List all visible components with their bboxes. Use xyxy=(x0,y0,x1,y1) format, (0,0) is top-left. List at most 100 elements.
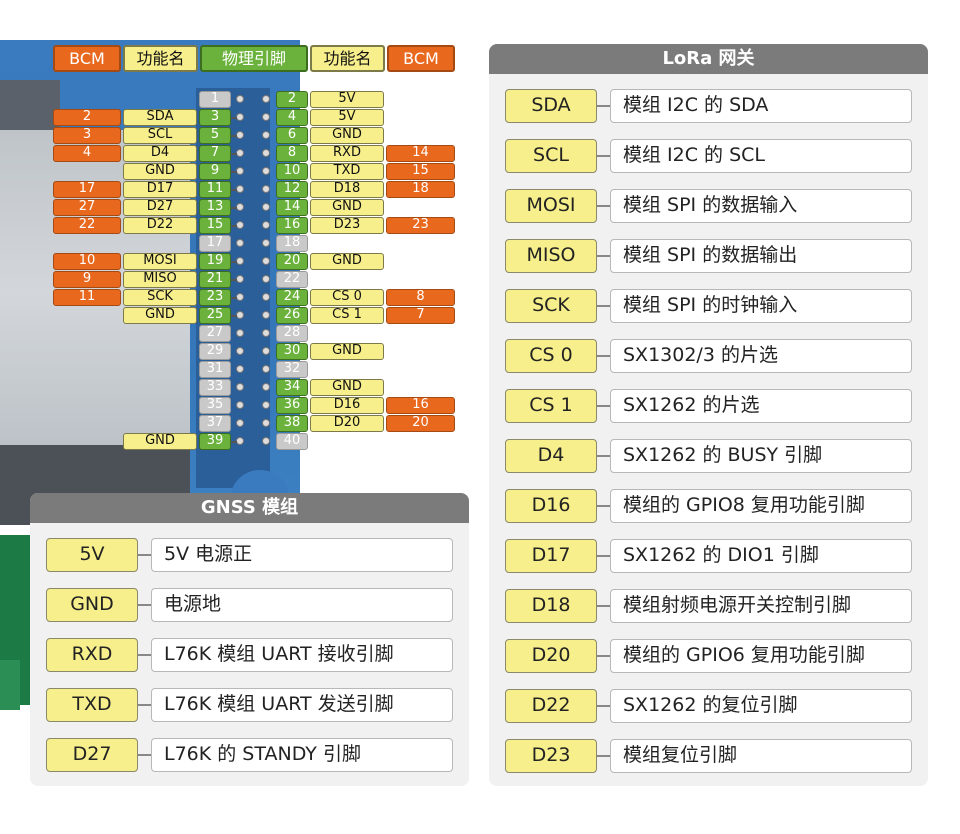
pin-5-bcm: 3 xyxy=(53,127,121,144)
pin-10-function: TXD xyxy=(310,163,384,180)
lora-panel-title: LoRa 网关 xyxy=(489,44,928,74)
pin-13-pad xyxy=(236,203,244,211)
header-bcm-right: BCM xyxy=(387,45,455,72)
pin-12-number: 12 xyxy=(276,181,308,198)
pin-6-function: GND xyxy=(310,127,384,144)
lora-signal-label: MISO xyxy=(505,239,597,273)
gnss-connector-line xyxy=(138,654,154,656)
pin-37-number: 37 xyxy=(199,415,231,432)
pin-38-function: D20 xyxy=(310,415,384,432)
pin-14-function: GND xyxy=(310,199,384,216)
pin-24-function: CS 0 xyxy=(310,289,384,306)
pin-21-pad xyxy=(236,275,244,283)
pin-4-number: 4 xyxy=(276,109,308,126)
pin-39-lead xyxy=(231,441,237,443)
pin-2-number: 2 xyxy=(276,91,308,108)
gnss-row: GND 电源地 xyxy=(30,588,469,626)
gnss-connector-line xyxy=(138,604,154,606)
pin-22-number: 22 xyxy=(276,271,308,288)
pin-5-number: 5 xyxy=(199,127,231,144)
pin-5-function: SCL xyxy=(123,127,197,144)
lora-signal-description: 模组的 GPIO8 复用功能引脚 xyxy=(610,489,912,523)
lora-connector-line xyxy=(597,405,613,407)
pin-39-pad xyxy=(236,437,244,445)
pin-14-number: 14 xyxy=(276,199,308,216)
header-function-right: 功能名 xyxy=(310,45,385,72)
pin-25-number: 25 xyxy=(199,307,231,324)
pin-15-number: 15 xyxy=(199,217,231,234)
pin-28-number: 28 xyxy=(276,325,308,342)
gnss-connector-line xyxy=(138,704,154,706)
pin-27-pad xyxy=(236,329,244,337)
pin-15-bcm: 22 xyxy=(53,217,121,234)
gnss-signal-description: 5V 电源正 xyxy=(151,538,453,572)
pin-15-lead xyxy=(231,225,237,227)
pin-38-pad xyxy=(262,419,270,427)
lora-signal-label: SCK xyxy=(505,289,597,323)
pin-36-bcm: 16 xyxy=(386,397,455,414)
pin-4-function: 5V xyxy=(310,109,384,126)
lora-signal-label: D20 xyxy=(505,639,597,673)
pin-21-function: MISO xyxy=(123,271,197,288)
pin-5-pad xyxy=(236,131,244,139)
pin-13-number: 13 xyxy=(199,199,231,216)
pin-18-number: 18 xyxy=(276,235,308,252)
pin-19-pad xyxy=(236,257,244,265)
pin-7-number: 7 xyxy=(199,145,231,162)
gnss-panel-title: GNSS 模组 xyxy=(30,493,469,523)
pin-10-bcm: 15 xyxy=(386,163,455,180)
pin-20-number: 20 xyxy=(276,253,308,270)
pin-11-bcm: 17 xyxy=(53,181,121,198)
lora-connector-line xyxy=(597,455,613,457)
pin-1-number: 1 xyxy=(199,91,231,108)
lora-signal-description: 模组射频电源开关控制引脚 xyxy=(610,589,912,623)
pin-20-pad xyxy=(262,257,270,265)
lora-signal-description: SX1302/3 的片选 xyxy=(610,339,912,373)
lora-signal-label: MOSI xyxy=(505,189,597,223)
pin-36-function: D16 xyxy=(310,397,384,414)
board-gnss-pcb-edge xyxy=(0,660,20,710)
pin-26-function: CS 1 xyxy=(310,307,384,324)
lora-connector-line xyxy=(597,255,613,257)
pin-31-number: 31 xyxy=(199,361,231,378)
pin-40-pad xyxy=(262,437,270,445)
pin-39-number: 39 xyxy=(199,433,231,450)
pin-14-pad xyxy=(262,203,270,211)
pin-8-function: RXD xyxy=(310,145,384,162)
lora-signal-label: D23 xyxy=(505,739,597,773)
lora-signal-label: D22 xyxy=(505,689,597,723)
pin-5-lead xyxy=(231,135,237,137)
pin-13-function: D27 xyxy=(123,199,197,216)
lora-connector-line xyxy=(597,505,613,507)
lora-connector-line xyxy=(597,155,613,157)
lora-connector-line xyxy=(597,555,613,557)
pin-18-pad xyxy=(262,239,270,247)
gnss-signal-label: GND xyxy=(46,588,138,622)
pin-9-number: 9 xyxy=(199,163,231,180)
pin-19-lead xyxy=(231,261,237,263)
lora-signal-description: 模组 SPI 的数据输出 xyxy=(610,239,912,273)
gnss-signal-description: 电源地 xyxy=(151,588,453,622)
pin-23-bcm: 11 xyxy=(53,289,121,306)
pin-10-number: 10 xyxy=(276,163,308,180)
lora-connector-line xyxy=(597,305,613,307)
pin-25-function: GND xyxy=(123,307,197,324)
pin-11-pad xyxy=(236,185,244,193)
lora-row: MISO 模组 SPI 的数据输出 xyxy=(489,239,928,277)
pin-26-bcm: 7 xyxy=(386,307,455,324)
pin-23-function: SCK xyxy=(123,289,197,306)
pin-37-pad xyxy=(236,419,244,427)
pin-11-function: D17 xyxy=(123,181,197,198)
lora-signal-label: CS 1 xyxy=(505,389,597,423)
lora-signal-description: SX1262 的复位引脚 xyxy=(610,689,912,723)
